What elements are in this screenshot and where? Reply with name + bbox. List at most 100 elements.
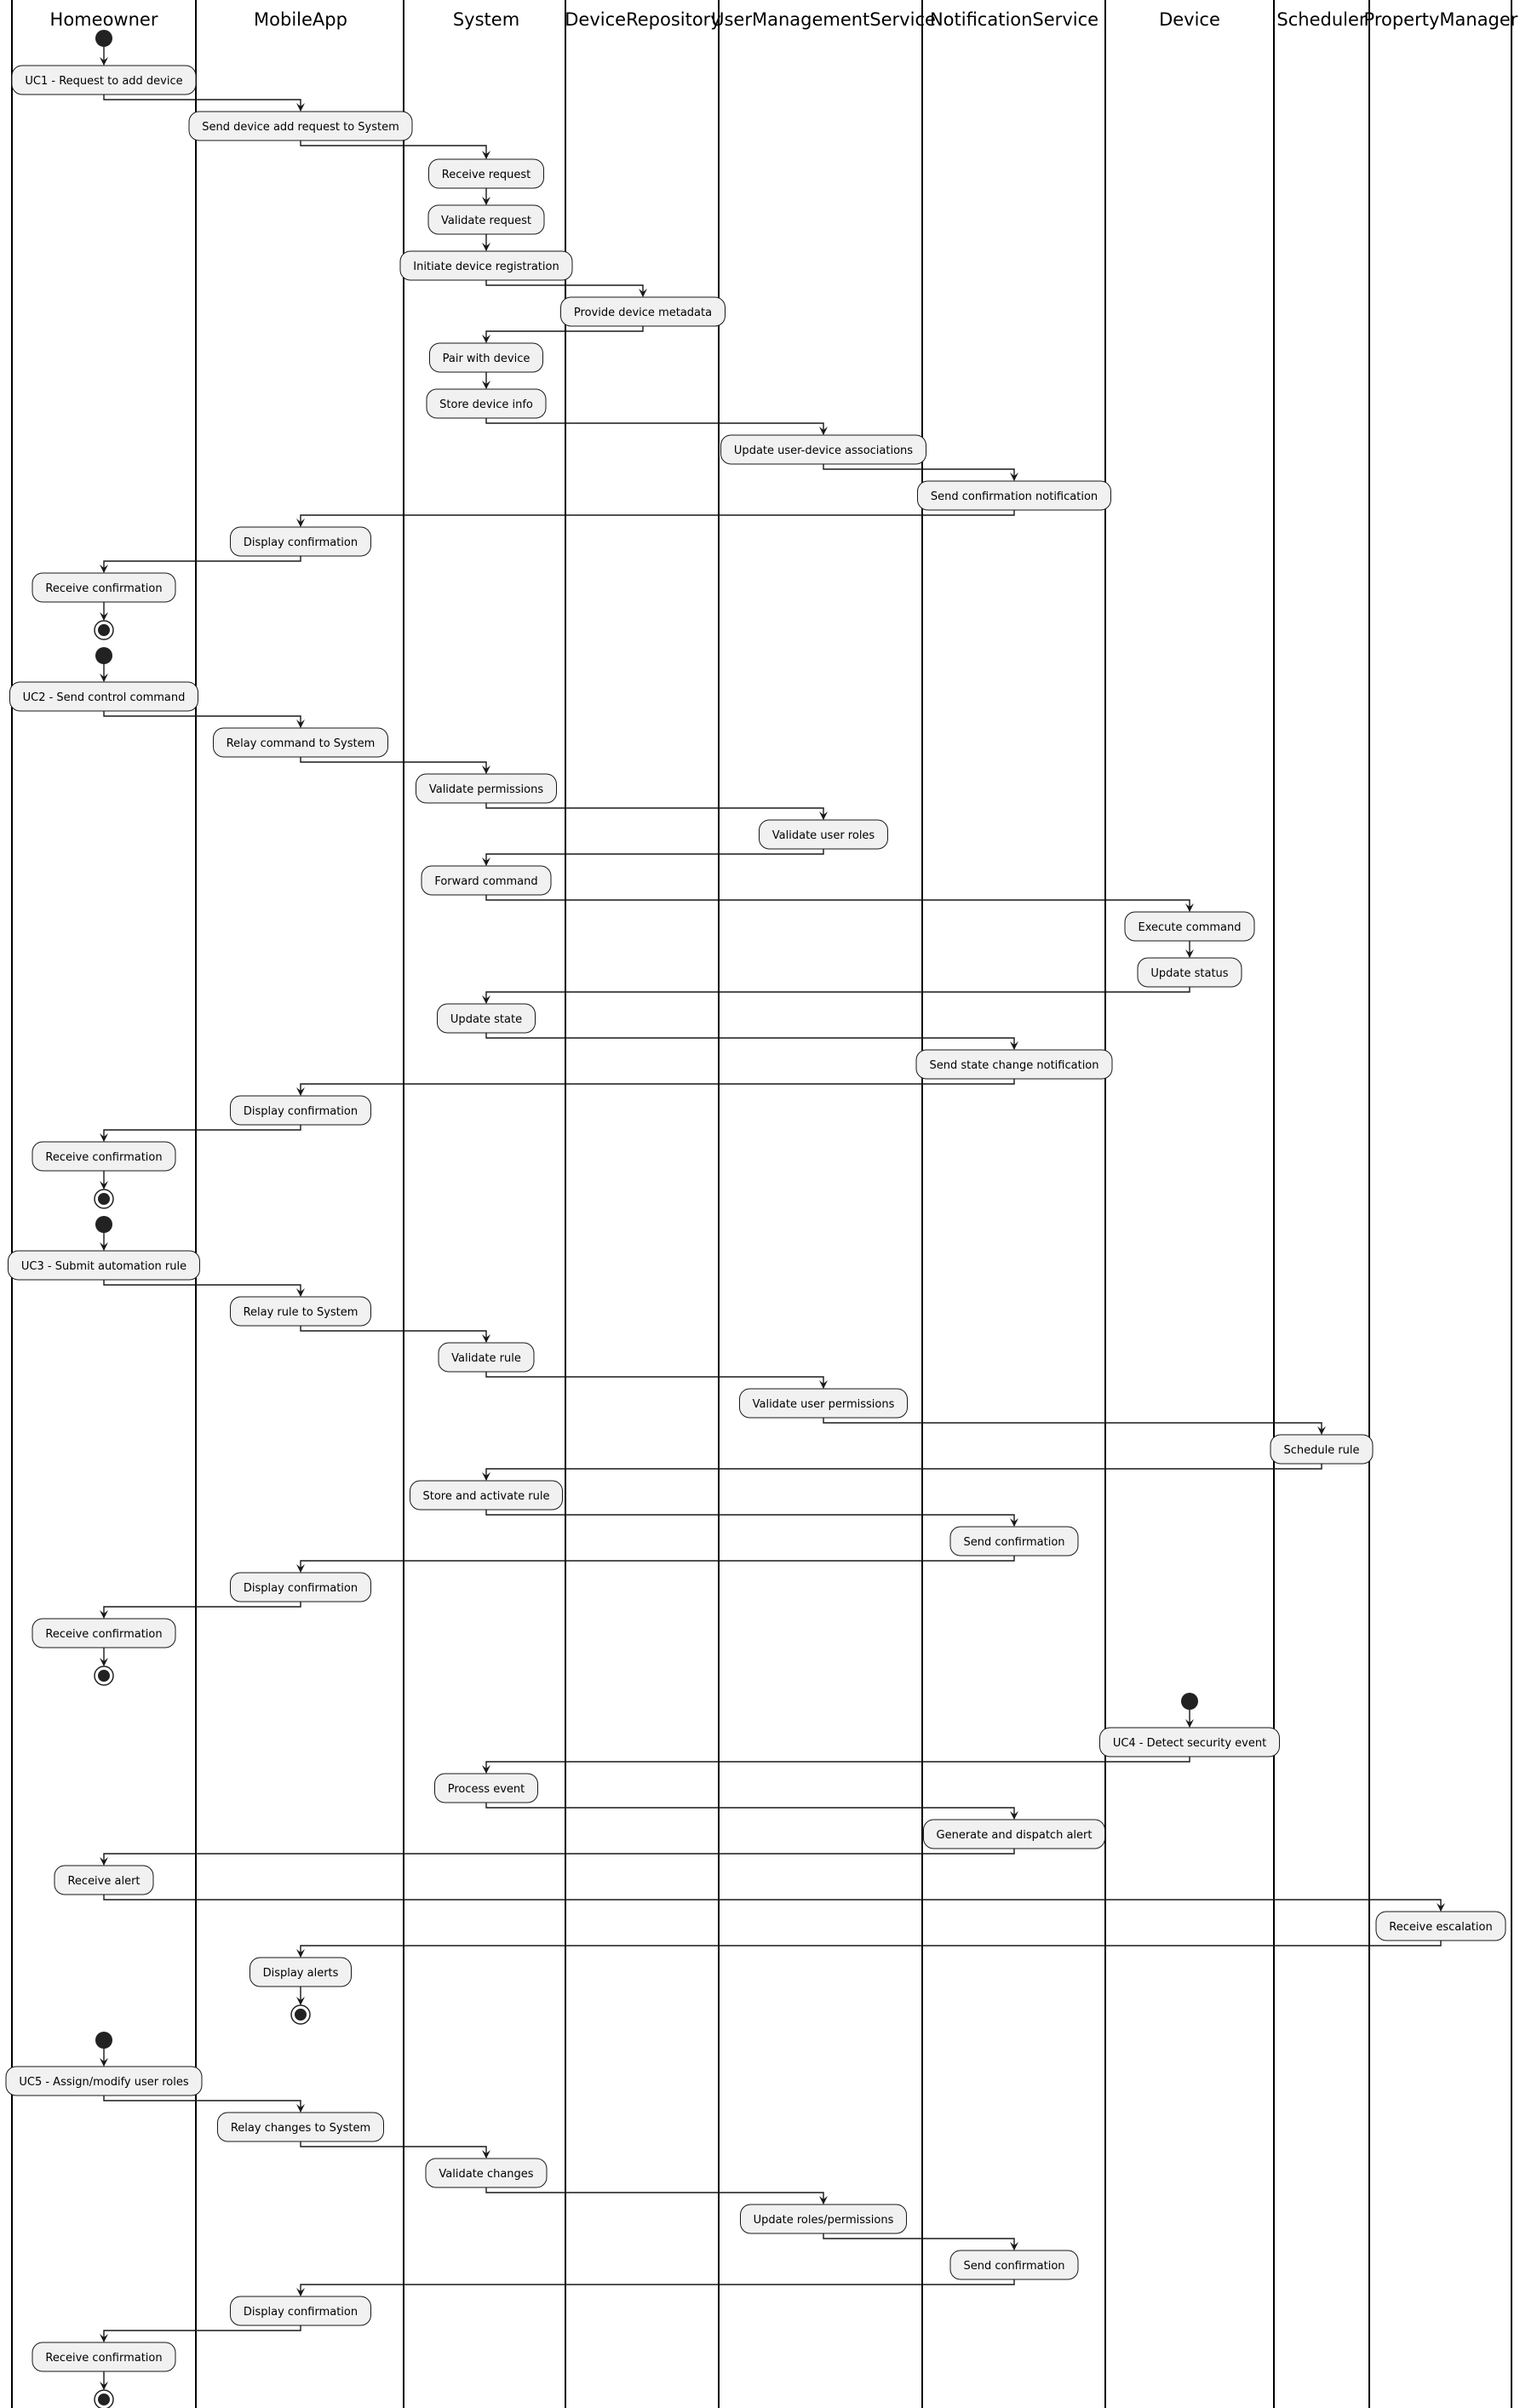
activity-d2: Process event	[434, 1773, 538, 1803]
activity-c5: Schedule rule	[1270, 1434, 1374, 1465]
flow-arrowhead	[100, 1242, 108, 1251]
flow-arrowhead	[482, 857, 490, 866]
activity-a8: Store device info	[426, 388, 547, 419]
flow-arrowhead	[100, 674, 108, 682]
end-node-ring	[290, 2004, 311, 2025]
activity-box	[230, 1572, 371, 1602]
activity-box	[427, 204, 545, 235]
activity-box	[1270, 1434, 1374, 1465]
activity-box	[429, 342, 543, 373]
flow-arrowhead	[482, 1765, 490, 1774]
start-node	[95, 2032, 112, 2049]
activity-label: Receive confirmation	[45, 582, 162, 595]
activity-b10: Display confirmation	[230, 1095, 371, 1126]
flow-edge	[300, 757, 487, 773]
activity-a11: Display confirmation	[230, 526, 371, 557]
activity-label: Relay command to System	[227, 737, 376, 750]
activity-label: Display confirmation	[244, 1105, 358, 1118]
activity-label: Display alerts	[263, 1967, 339, 1980]
lane-title-notificationservice: NotificationService	[930, 9, 1098, 30]
flow-edge	[485, 2187, 824, 2204]
flow-arrowhead	[100, 1658, 108, 1666]
flow-edge	[485, 849, 824, 865]
flow-arrowhead	[482, 995, 490, 1004]
activity-a7: Pair with device	[429, 342, 543, 373]
flow-arrowhead	[482, 243, 490, 251]
flow-arrowhead	[100, 2058, 108, 2067]
activity-label: Update user-device associations	[734, 444, 913, 457]
flow-arrowhead	[1437, 1903, 1445, 1912]
flow-arrowhead	[296, 1949, 305, 1958]
flow-edge	[485, 280, 644, 296]
flow-arrowhead	[100, 612, 108, 621]
flow-arrowhead	[100, 2334, 108, 2342]
activity-label: Receive request	[442, 169, 531, 181]
flow-arrowhead	[296, 103, 305, 112]
flow-arrowhead	[296, 1288, 305, 1297]
activity-e2: Relay changes to System	[217, 2112, 384, 2142]
flow-edge	[300, 510, 1015, 526]
activity-a12: Receive confirmation	[32, 572, 176, 603]
activity-box	[32, 1141, 176, 1172]
activity-label: Initiate device registration	[413, 261, 559, 273]
flow-arrowhead	[819, 427, 828, 435]
activity-e3: Validate changes	[425, 2158, 548, 2188]
flow-edge	[485, 803, 824, 819]
activity-box	[11, 65, 197, 95]
flow-arrowhead	[1317, 1426, 1326, 1435]
end-node	[94, 1666, 114, 1686]
flow-arrowhead	[1010, 2242, 1018, 2250]
activity-label: Send confirmation	[963, 1536, 1064, 1549]
end-node-core	[295, 2009, 307, 2021]
activity-label: Display confirmation	[244, 1582, 358, 1595]
start-node	[95, 647, 112, 664]
flow-arrowhead	[1010, 1518, 1018, 1527]
activity-label: Pair with device	[443, 353, 531, 365]
flow-edge	[103, 1602, 301, 1618]
activity-e6: Display confirmation	[230, 2296, 371, 2326]
activity-box	[915, 1049, 1113, 1080]
flow-edge	[485, 1464, 1322, 1480]
activity-a2: Send device add request to System	[188, 111, 413, 141]
end-node-core	[98, 2394, 110, 2405]
activity-box	[188, 111, 413, 141]
activity-b1: UC2 - Send control command	[9, 681, 198, 712]
flow-edge	[485, 1510, 1015, 1526]
flow-arrowhead	[482, 765, 490, 774]
activity-box	[428, 158, 544, 189]
activity-box	[917, 480, 1111, 511]
flow-edge	[300, 2141, 487, 2158]
activity-box	[434, 1773, 538, 1803]
activity-box	[740, 2204, 907, 2234]
lane-title-usermanagementservice: UserManagementService	[711, 9, 936, 30]
flow-edge	[485, 1372, 824, 1388]
activity-label: UC5 - Assign/modify user roles	[19, 2076, 189, 2089]
flow-edge	[823, 2233, 1015, 2250]
flow-edge	[103, 2096, 301, 2112]
activity-box	[217, 2112, 384, 2142]
activity-box	[739, 1388, 908, 1419]
flow-arrowhead	[100, 57, 108, 66]
activity-label: Validate request	[441, 215, 531, 227]
activity-label: Update state	[450, 1013, 522, 1026]
activity-label: UC2 - Send control command	[23, 691, 186, 704]
activity-b5: Forward command	[421, 865, 552, 896]
activity-label: Forward command	[434, 875, 537, 888]
start-node	[1181, 1693, 1198, 1710]
flow-edge	[823, 1418, 1322, 1434]
flow-edge	[485, 987, 1190, 1003]
flow-arrowhead	[1185, 949, 1194, 958]
activity-c7: Send confirmation	[949, 1526, 1079, 1557]
flow-edge	[300, 2279, 1015, 2296]
activity-box	[560, 296, 726, 327]
flow-arrowhead	[296, 720, 305, 728]
flow-arrowhead	[100, 565, 108, 573]
activity-a3: Receive request	[428, 158, 544, 189]
end-node-ring	[94, 2389, 114, 2408]
end-node	[94, 1189, 114, 1209]
activity-label: Validate permissions	[429, 783, 544, 796]
flow-edge	[300, 1941, 1442, 1957]
activity-box	[416, 773, 557, 804]
activity-box	[426, 388, 547, 419]
flow-arrowhead	[296, 1564, 305, 1573]
